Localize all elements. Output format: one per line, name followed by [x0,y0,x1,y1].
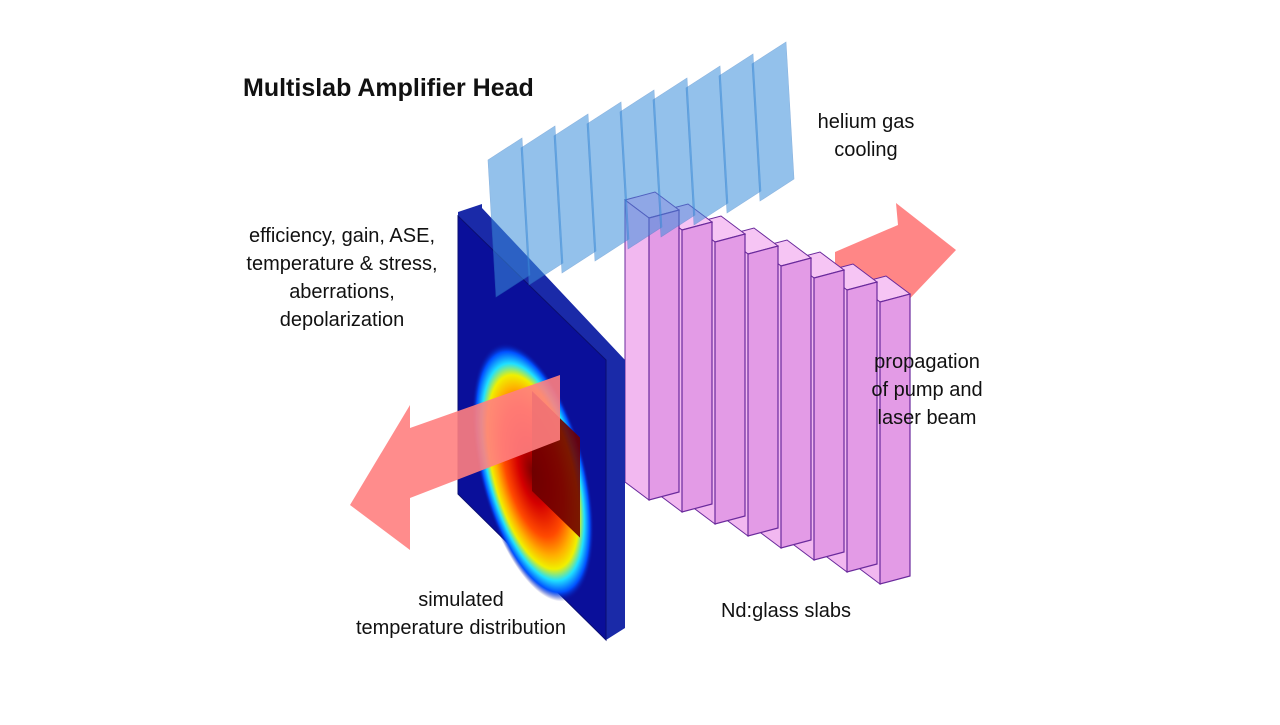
label-line: of pump and [871,379,983,401]
label-line: simulated [418,589,504,611]
helium-gas-sheet [751,41,795,202]
slab-side-face [648,209,680,501]
diagram-title: Multislab Amplifier Head [243,74,534,102]
helium-gas-cooling-label: helium gas cooling [800,108,932,164]
label-line: helium gas [817,111,915,133]
effects-label: efficiency, gain, ASE, temperature & str… [222,222,462,334]
label-line: aberrations, [289,281,395,303]
label-line: depolarization [279,309,405,331]
slab-side-face [879,293,911,585]
label-line: efficiency, gain, ASE, [248,225,436,247]
label-line: propagation [874,351,980,373]
label-line: cooling [834,139,898,161]
slab-side-face [747,245,779,537]
slab-side-face [681,221,713,513]
label-line: laser beam [877,407,977,429]
nd-glass-slabs-label: Nd:glass slabs [706,597,866,625]
beam-arrow-entry [350,375,560,550]
slab-side-face [714,233,746,525]
slab-side-face [846,281,878,573]
simulated-temperature-label: simulated temperature distribution [330,586,592,642]
slab-side-face [813,269,845,561]
propagation-label: propagation of pump and laser beam [854,348,1000,432]
slab-side-face [780,257,812,549]
label-line: temperature & stress, [246,253,438,275]
label-line: temperature distribution [355,617,567,639]
label-line: Nd:glass slabs [720,600,852,622]
